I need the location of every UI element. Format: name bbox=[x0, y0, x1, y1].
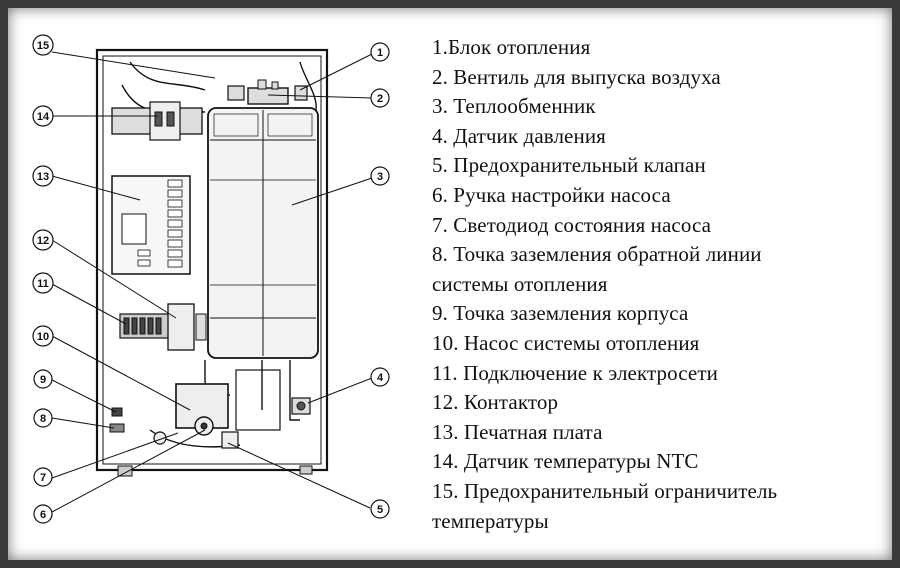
boiler-housing bbox=[95, 48, 329, 472]
boiler-diagram: 1 2 3 4 5 6 7 8 9 10 11 12 13 14 15 bbox=[32, 34, 390, 524]
callout-markers: 1 2 3 4 5 6 7 8 9 10 11 12 13 14 15 bbox=[32, 34, 390, 524]
callout-7: 7 bbox=[33, 467, 53, 487]
legend-item-15-continued: температуры bbox=[432, 508, 549, 533]
callout-15: 15 bbox=[32, 34, 54, 56]
svg-text:5: 5 bbox=[377, 504, 383, 516]
contactor bbox=[119, 303, 207, 351]
legend-item-7: 7. Светодиод состояния насоса bbox=[432, 212, 712, 237]
legend-item-2: 2. Вентиль для выпуска воздуха bbox=[432, 64, 721, 89]
legend-item-6: 6. Ручка настройки насоса bbox=[432, 182, 671, 207]
callout-8: 8 bbox=[33, 408, 53, 428]
svg-text:2: 2 bbox=[377, 93, 383, 105]
svg-text:6: 6 bbox=[40, 509, 46, 521]
callout-3: 3 bbox=[370, 166, 390, 186]
callout-12: 12 bbox=[32, 229, 54, 251]
legend-item-9: 9. Точка заземления корпуса bbox=[432, 301, 689, 326]
svg-text:4: 4 bbox=[377, 372, 384, 384]
pressure-sensor bbox=[291, 397, 311, 415]
ground-points bbox=[109, 407, 125, 433]
svg-text:14: 14 bbox=[37, 111, 50, 123]
legend-item-1: 1.Блок отопления bbox=[432, 35, 591, 59]
leader-lines bbox=[51, 51, 373, 513]
callout-9: 9 bbox=[33, 369, 53, 389]
callout-6: 6 bbox=[33, 504, 53, 524]
housing-feet bbox=[117, 465, 313, 477]
legend-item-13: 13. Печатная плата bbox=[432, 419, 603, 444]
legend-item-12: 12. Контактор bbox=[432, 390, 559, 415]
callout-13: 13 bbox=[32, 165, 54, 187]
legend-item-11: 11. Подключение к электросети bbox=[432, 360, 718, 385]
pcb-board bbox=[111, 175, 191, 275]
callout-2: 2 bbox=[370, 88, 390, 108]
callout-14: 14 bbox=[32, 105, 54, 127]
legend-item-10: 10. Насос системы отопления bbox=[432, 330, 700, 355]
legend-item-4: 4. Датчик давления bbox=[432, 123, 606, 148]
ntc-terminal bbox=[111, 101, 203, 141]
legend-item-14: 14. Датчик температуры NTC bbox=[432, 449, 699, 474]
svg-text:10: 10 bbox=[37, 331, 49, 343]
callout-4: 4 bbox=[370, 367, 390, 387]
parts-legend: 1.Блок отопления 2. Вентиль для выпуска … bbox=[432, 33, 892, 536]
svg-text:9: 9 bbox=[40, 374, 46, 386]
pump bbox=[153, 383, 239, 449]
svg-text:7: 7 bbox=[40, 472, 46, 484]
heating-block bbox=[227, 79, 308, 105]
svg-text:15: 15 bbox=[37, 40, 49, 52]
svg-text:3: 3 bbox=[377, 171, 383, 183]
legend-item-15: 15. Предохранительный ограничитель bbox=[432, 478, 778, 503]
svg-text:8: 8 bbox=[40, 413, 46, 425]
callout-10: 10 bbox=[32, 325, 54, 347]
picture-frame bbox=[8, 8, 892, 560]
svg-text:12: 12 bbox=[37, 235, 49, 247]
callout-1: 1 bbox=[370, 42, 390, 62]
callout-11: 11 bbox=[32, 272, 54, 294]
legend-item-5: 5. Предохранительный клапан bbox=[432, 153, 706, 178]
legend-item-8: 8. Точка заземления обратной линии bbox=[432, 242, 762, 267]
svg-text:11: 11 bbox=[37, 278, 49, 290]
legend-item-8-continued: системы отопления bbox=[432, 271, 608, 296]
callout-5: 5 bbox=[370, 499, 390, 519]
heat-exchanger bbox=[207, 107, 319, 359]
legend-item-3: 3. Теплообменник bbox=[432, 94, 596, 119]
svg-text:13: 13 bbox=[37, 171, 49, 183]
svg-text:1: 1 bbox=[377, 47, 383, 59]
